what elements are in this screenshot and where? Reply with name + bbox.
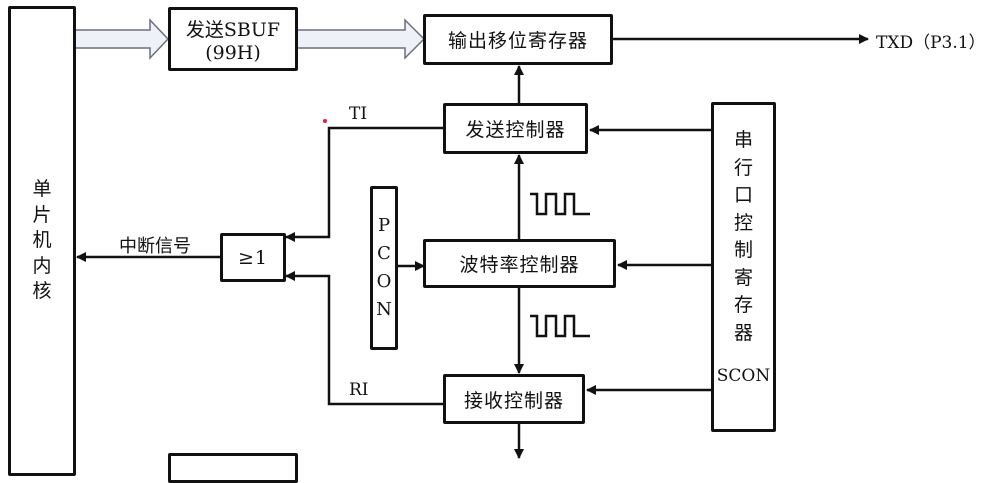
- mcu-core-char: 机: [32, 229, 52, 252]
- mcu-core-block: 单 片 机 内 核: [8, 6, 76, 476]
- bus-arrow-sbuf-to-shift-register: [296, 18, 426, 60]
- scon-char: 串: [733, 129, 753, 151]
- rx-controller-label: 接收控制器: [463, 389, 564, 412]
- pcon-block: P C O N: [370, 186, 398, 350]
- baud-rate-controller-block: 波特率控制器: [423, 239, 616, 288]
- bus-arrow-mcu-to-sbuf: [74, 18, 170, 60]
- pcon-char: P: [377, 215, 391, 237]
- sbuf-send-label: 发送SBUF: [185, 18, 281, 41]
- scon-char: 行: [733, 156, 753, 179]
- scon-char: 控: [733, 211, 753, 234]
- scon-sublabel: SCON: [716, 366, 771, 387]
- marker-dot: [323, 119, 327, 123]
- clock-waveform-icon: [530, 192, 590, 216]
- mcu-core-char: 内: [32, 254, 52, 277]
- interrupt-signal-label: 中断信号: [119, 236, 191, 257]
- mcu-core-char: 片: [32, 203, 52, 226]
- sbuf-send-block: 发送SBUF (99H): [168, 7, 298, 71]
- shift-register-label: 输出移位寄存器: [447, 30, 588, 52]
- or-gate-label: ≥1: [237, 246, 268, 269]
- tx-controller-block: 发送控制器: [443, 103, 588, 154]
- pcon-char: O: [376, 271, 392, 292]
- line-ti: [285, 126, 446, 242]
- txd-label: TXD（P3.1）: [876, 33, 986, 53]
- tx-controller-label: 发送控制器: [465, 119, 566, 141]
- shift-register-block: 输出移位寄存器: [423, 14, 613, 65]
- scon-char: 口: [733, 184, 753, 207]
- mcu-core-char: 单: [32, 177, 52, 200]
- or-gate-block: ≥1: [220, 233, 286, 282]
- ri-label: RI: [349, 380, 369, 400]
- scon-char: 器: [733, 321, 753, 344]
- sbuf-send-address: (99H): [205, 41, 261, 64]
- baud-rate-controller-label: 波特率控制器: [459, 254, 580, 276]
- ti-label: TI: [349, 104, 368, 124]
- clock-waveform-icon: [530, 314, 590, 338]
- pcon-char: N: [376, 298, 392, 320]
- rx-controller-block: 接收控制器: [443, 374, 585, 424]
- receive-sbuf-block-partial: [168, 453, 298, 483]
- pcon-char: C: [377, 243, 391, 265]
- scon-char: 制: [733, 239, 753, 262]
- scon-char: 存: [733, 294, 753, 317]
- diagram-canvas: [74, 18, 869, 459]
- scon-char: 寄: [733, 266, 753, 289]
- mcu-core-char: 核: [32, 280, 52, 303]
- scon-block: 串 行 口 控 制 寄 存 器 SCON: [711, 102, 776, 432]
- line-ri: [285, 271, 446, 406]
